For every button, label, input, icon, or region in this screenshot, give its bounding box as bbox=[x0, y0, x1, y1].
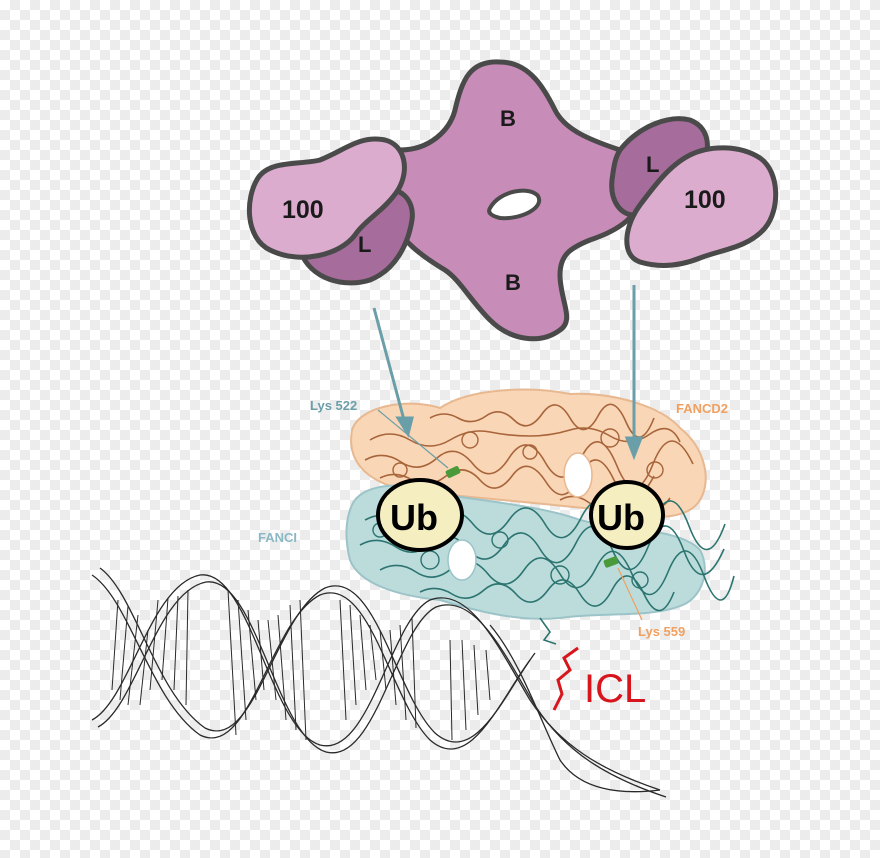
top-b-label: B bbox=[500, 106, 516, 131]
ub-left: Ub bbox=[376, 478, 464, 552]
dna-helix bbox=[91, 567, 667, 798]
icl-crosslink: ICL bbox=[552, 646, 646, 711]
fanci-label: FANCI bbox=[258, 530, 297, 545]
lys-522-label: Lys 522 bbox=[310, 398, 357, 413]
left-l-label: L bbox=[358, 232, 371, 257]
fa-core-complex: 100 L B B L 100 bbox=[246, 59, 779, 342]
targeting-arrows bbox=[372, 285, 644, 621]
right-l-label: L bbox=[646, 152, 659, 177]
ub-right-label: Ub bbox=[597, 497, 645, 538]
right-100-label: 100 bbox=[684, 186, 726, 214]
right-arrow-head bbox=[624, 436, 644, 461]
lys-522-site bbox=[445, 466, 461, 478]
left-100-label: 100 bbox=[282, 196, 324, 224]
ub-left-label: Ub bbox=[390, 497, 438, 538]
ub-right: Ub bbox=[589, 480, 665, 550]
lys-559-label: Lys 559 bbox=[638, 624, 685, 639]
lys-522-pointer bbox=[377, 409, 449, 469]
icl-label: ICL bbox=[584, 667, 646, 711]
left-arrow bbox=[372, 307, 406, 421]
complex-left-100-lobe bbox=[246, 136, 407, 260]
left-arrow-head bbox=[395, 416, 414, 438]
complex-right-100-lobe bbox=[624, 145, 779, 268]
lys-559-site bbox=[603, 556, 619, 568]
bottom-b-label: B bbox=[505, 270, 521, 295]
complex-center-hole bbox=[487, 188, 542, 221]
lys-559-pointer bbox=[617, 567, 643, 621]
fancd2-label: FANCD2 bbox=[676, 401, 728, 416]
